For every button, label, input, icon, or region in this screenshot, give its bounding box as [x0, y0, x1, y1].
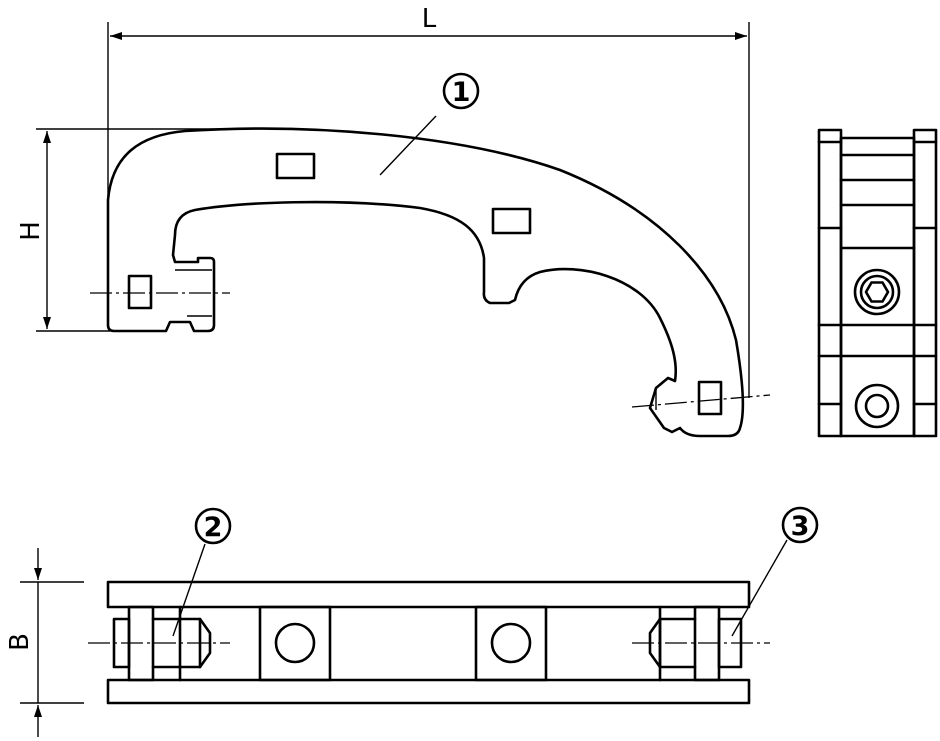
- top-bolt-right: [490, 622, 532, 664]
- dimension-length-label: L: [422, 4, 437, 34]
- dimension-width-label: B: [5, 633, 35, 651]
- centerline-right: [631, 394, 771, 408]
- dimension-width: B: [5, 548, 84, 737]
- dimension-length: L: [107, 4, 750, 398]
- callout-2: 2: [172, 507, 232, 637]
- callout-1-number: 1: [452, 77, 471, 108]
- arm-window-middle: [491, 207, 532, 235]
- callout-2-number: 2: [204, 512, 223, 543]
- top-bolt-left: [274, 622, 316, 664]
- arm-top-view: [88, 580, 770, 705]
- arm-window-left: [127, 274, 153, 310]
- arm-window-top: [275, 152, 316, 180]
- arm-window-right: [697, 380, 723, 416]
- callout-1: 1: [379, 72, 480, 176]
- arm-front-view: [90, 127, 771, 438]
- callout-3: 3: [731, 506, 819, 637]
- arm-side-view: [817, 128, 938, 438]
- arm-outline: [106, 127, 745, 438]
- side-bolt: [854, 383, 900, 429]
- hex-socket-screw: [853, 268, 901, 316]
- callout-3-number: 3: [791, 511, 810, 542]
- dimension-height-label: H: [16, 221, 46, 241]
